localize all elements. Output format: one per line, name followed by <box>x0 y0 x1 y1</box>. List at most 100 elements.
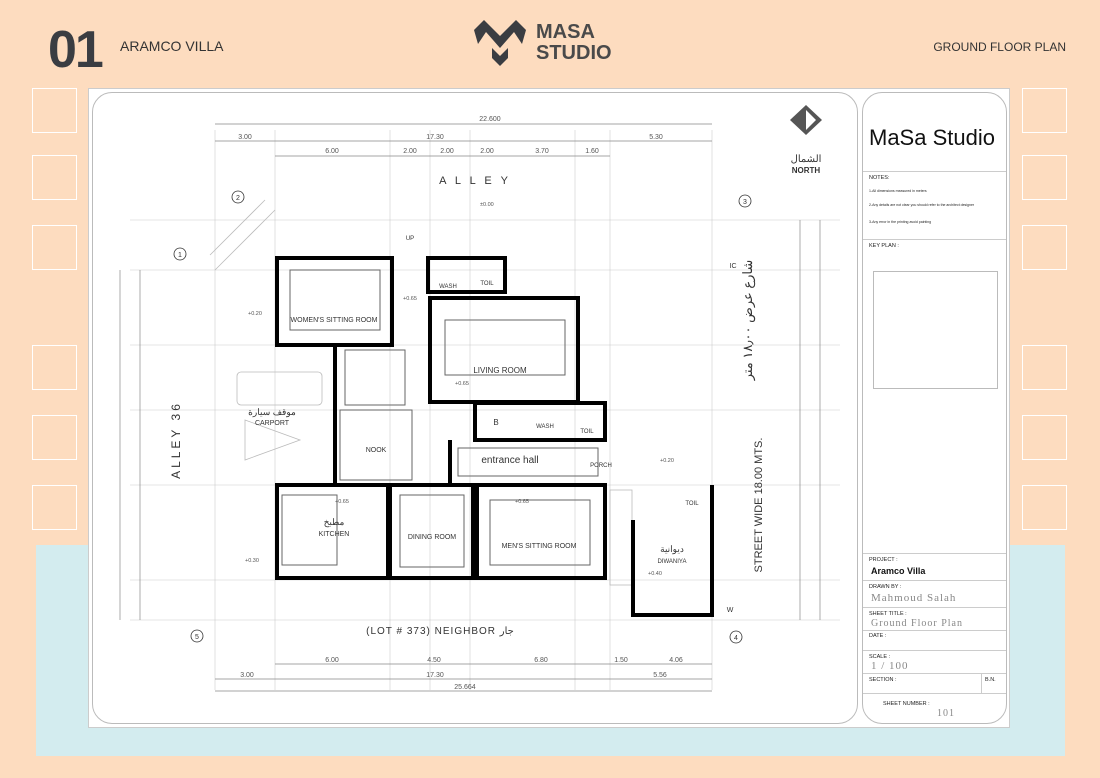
svg-text:+0.20: +0.20 <box>248 311 262 317</box>
svg-text:3: 3 <box>743 199 747 206</box>
bn-label: B.N. <box>985 677 996 683</box>
drawing-frame <box>92 92 858 724</box>
room-label-b: B <box>493 418 498 427</box>
note-1: 1-All dimensions measured in meters <box>869 189 927 193</box>
room-label-diwaniya-ar: ديوانية <box>660 544 684 555</box>
deco-tile <box>32 225 77 270</box>
deco-tile <box>32 345 77 390</box>
sheet-number-value: 101 <box>937 708 955 719</box>
svg-text:+0.30: +0.30 <box>245 558 259 564</box>
stair-up-label: UP <box>406 236 414 242</box>
w-label: W <box>727 607 734 614</box>
north-label: NORTH <box>792 166 821 175</box>
svg-text:1: 1 <box>178 252 182 259</box>
room-label-women: WOMEN'S SITTING ROOM <box>291 317 378 324</box>
street-label: STREET WIDE 18.00 MTS. <box>753 438 765 573</box>
north-arrow-icon <box>790 105 822 135</box>
scale-value: 1 / 100 <box>871 660 909 672</box>
svg-text:25.664: 25.664 <box>454 684 476 691</box>
svg-text:+0.65: +0.65 <box>403 296 417 302</box>
room-label-entrance: entrance hall <box>481 455 538 466</box>
sheet-title-value: Ground Floor Plan <box>871 618 963 629</box>
deco-tile <box>1022 88 1067 133</box>
room-label-toil: TOIL <box>480 281 494 287</box>
svg-text:2.00: 2.00 <box>440 148 454 155</box>
svg-text:3.00: 3.00 <box>238 134 252 141</box>
svg-text:6.80: 6.80 <box>534 657 548 664</box>
brand-line1: MASA <box>536 21 595 43</box>
svg-text:5: 5 <box>195 634 199 641</box>
room-label-kitchen: KITCHEN <box>319 531 350 538</box>
room-label-wash: WASH <box>439 284 457 290</box>
svg-text:6.00: 6.00 <box>325 657 339 664</box>
sheet-number-label: SHEET NUMBER : <box>883 701 930 707</box>
studio-name: MaSa Studio <box>869 125 995 150</box>
dimension-lines <box>119 123 821 692</box>
room-label-wash2: WASH <box>536 424 554 430</box>
svg-text:4: 4 <box>734 635 738 642</box>
north-label-ar: الشمال <box>791 154 822 165</box>
deco-tile <box>32 415 77 460</box>
svg-text:3.00: 3.00 <box>240 672 254 679</box>
svg-text:+0.65: +0.65 <box>455 381 469 387</box>
deco-tile <box>1022 155 1067 200</box>
deco-tile <box>32 155 77 200</box>
alley-left-label: ALLEY 36 <box>169 401 183 479</box>
level-marks: +0.20 +0.65 +0.65 +0.65 +0.65 +0.30 +0.20 +0.40… <box>245 202 674 577</box>
svg-text:+0.65: +0.65 <box>335 499 349 505</box>
section-label: SECTION : <box>869 677 897 683</box>
room-label-mens: MEN'S SITTING ROOM <box>502 543 577 550</box>
alley-top-label: A L L E Y <box>439 175 511 187</box>
notes-label: NOTES: <box>869 175 890 181</box>
svg-text:2.00: 2.00 <box>403 148 417 155</box>
room-label-toil3: TOIL <box>685 501 699 507</box>
room-label-carport-ar: موقف سيارة <box>248 407 296 418</box>
room-label-dining: DINING ROOM <box>408 534 456 541</box>
room-label-carport: CARPORT <box>255 420 290 427</box>
deco-tile <box>1022 225 1067 270</box>
deco-tile <box>32 88 77 133</box>
room-label-kitchen-ar: مطبخ <box>324 517 345 528</box>
svg-text:17.30: 17.30 <box>426 134 444 141</box>
svg-text:22.600: 22.600 <box>479 116 501 123</box>
note-2: 2-Any details are not clear you should r… <box>869 203 975 207</box>
scale-label: SCALE : <box>869 654 891 660</box>
deco-tile <box>1022 345 1067 390</box>
deco-tile <box>32 485 77 530</box>
svg-text:2: 2 <box>236 195 240 202</box>
key-plan-box <box>873 271 998 389</box>
svg-text:4.06: 4.06 <box>669 657 683 664</box>
room-label-porch: PORCH <box>590 463 612 469</box>
svg-text:+0.20: +0.20 <box>660 458 674 464</box>
svg-text:3.70: 3.70 <box>535 148 549 155</box>
project-title: ARAMCO VILLA <box>120 38 224 54</box>
project-label: PROJECT : <box>869 557 898 563</box>
svg-text:+0.40: +0.40 <box>648 571 662 577</box>
svg-text:1.50: 1.50 <box>614 657 628 664</box>
drawn-by-value: Mahmoud Salah <box>871 592 957 604</box>
grid-lines <box>130 130 840 690</box>
title-block: MaSa Studio NOTES: 1-All dimensions meas… <box>862 92 1007 724</box>
svg-text:±0.00: ±0.00 <box>480 202 494 208</box>
street-label-ar: شارع عرض ١٨٫٠٠ متر <box>740 260 756 382</box>
room-label-nook: NOOK <box>366 447 387 454</box>
sheet-heading: GROUND FLOOR PLAN <box>933 40 1066 54</box>
deco-tile <box>1022 485 1067 530</box>
page-number: 01 <box>48 21 104 79</box>
drawn-by-label: DRAWN BY : <box>869 584 902 590</box>
svg-text:6.00: 6.00 <box>325 148 339 155</box>
logo-mark-icon <box>474 20 526 66</box>
svg-text:1.60: 1.60 <box>585 148 599 155</box>
room-label-living: LIVING ROOM <box>473 366 527 375</box>
neighbor-label: (LOT # 373) NEIGHBOR جار <box>366 626 514 637</box>
brand-line2: STUDIO <box>536 42 612 64</box>
key-plan-label: KEY PLAN : <box>869 243 899 249</box>
svg-text:+0.65: +0.65 <box>515 499 529 505</box>
svg-text:17.30: 17.30 <box>426 672 444 679</box>
room-label-diwaniya: DIWANIYA <box>657 559 686 565</box>
deco-tile <box>1022 415 1067 460</box>
svg-text:5.30: 5.30 <box>649 134 663 141</box>
